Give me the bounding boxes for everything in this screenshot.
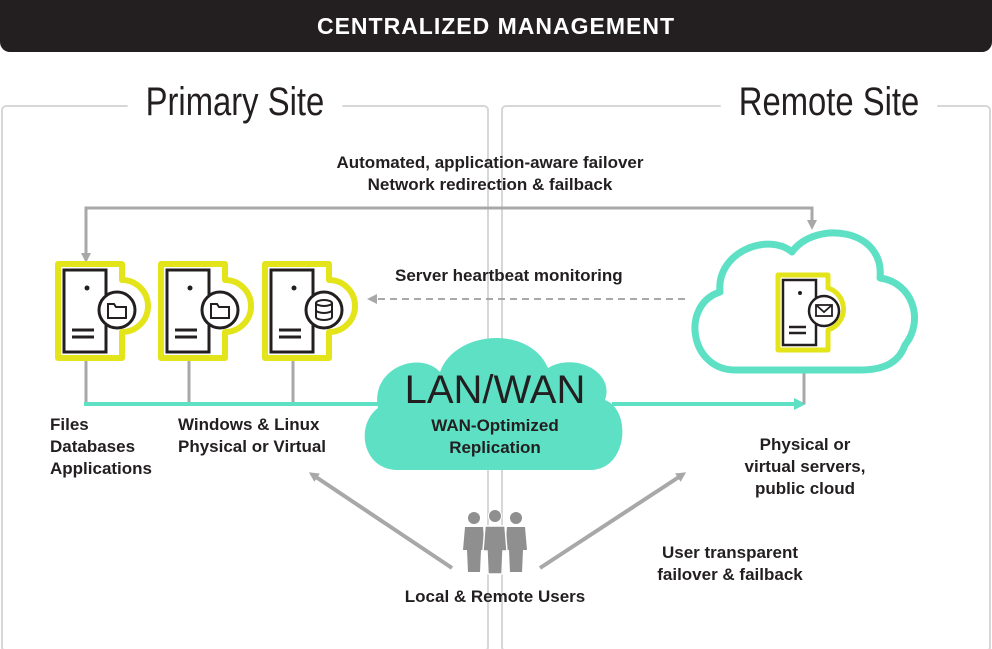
- server-files: [55, 261, 151, 361]
- primary-data-types: Files Databases Applications: [50, 414, 152, 480]
- transparent-line-2: failover & failback: [657, 565, 803, 584]
- lanwan-cloud-icon: [364, 338, 623, 470]
- remote-platforms: Physical or virtual servers, public clou…: [720, 434, 890, 500]
- label-databases: Databases: [50, 437, 136, 456]
- label-applications: Applications: [50, 459, 153, 478]
- replication-line-1: WAN-Optimized: [431, 416, 559, 435]
- replication-label: WAN-Optimized Replication: [395, 415, 595, 459]
- failover-line-1: Automated, application-aware failover: [336, 153, 644, 172]
- users-label: Local & Remote Users: [404, 587, 586, 606]
- remote-cloud-icon: [691, 229, 918, 374]
- label-public-cloud: public cloud: [754, 479, 856, 498]
- label-files: Files: [50, 415, 89, 434]
- users-icon: [463, 509, 527, 575]
- transparent-failover-label: User transparent failover & failback: [640, 542, 820, 586]
- server-database: [262, 261, 358, 361]
- primary-platforms: Windows & Linux Physical or Virtual: [178, 414, 326, 458]
- failover-line: [84, 206, 817, 252]
- banner-title: CENTRALIZED MANAGEMENT: [316, 12, 676, 39]
- primary-site-title: Primary Site: [127, 80, 343, 125]
- replication-line-2: Replication: [449, 438, 541, 457]
- transparent-line-1: User transparent: [661, 543, 799, 562]
- user-arrow-left: [308, 472, 454, 570]
- header-banner: CENTRALIZED MANAGEMENT: [0, 0, 992, 52]
- lanwan-title: LAN/WAN: [404, 368, 586, 412]
- failover-text: Automated, application-aware failover Ne…: [300, 152, 680, 196]
- server-remote-mail: [775, 272, 846, 353]
- label-windows-linux: Windows & Linux: [178, 415, 320, 434]
- failover-line-2: Network redirection & failback: [367, 175, 613, 194]
- heartbeat-label: Server heartbeat monitoring: [395, 266, 623, 285]
- server-windows-linux: [158, 261, 254, 361]
- label-virtual-servers: virtual servers,: [744, 457, 866, 476]
- label-physical-or: Physical or: [759, 435, 851, 454]
- remote-site-title: Remote Site: [720, 80, 938, 125]
- user-arrow-right: [538, 472, 687, 570]
- label-physical-virtual: Physical or Virtual: [178, 437, 327, 456]
